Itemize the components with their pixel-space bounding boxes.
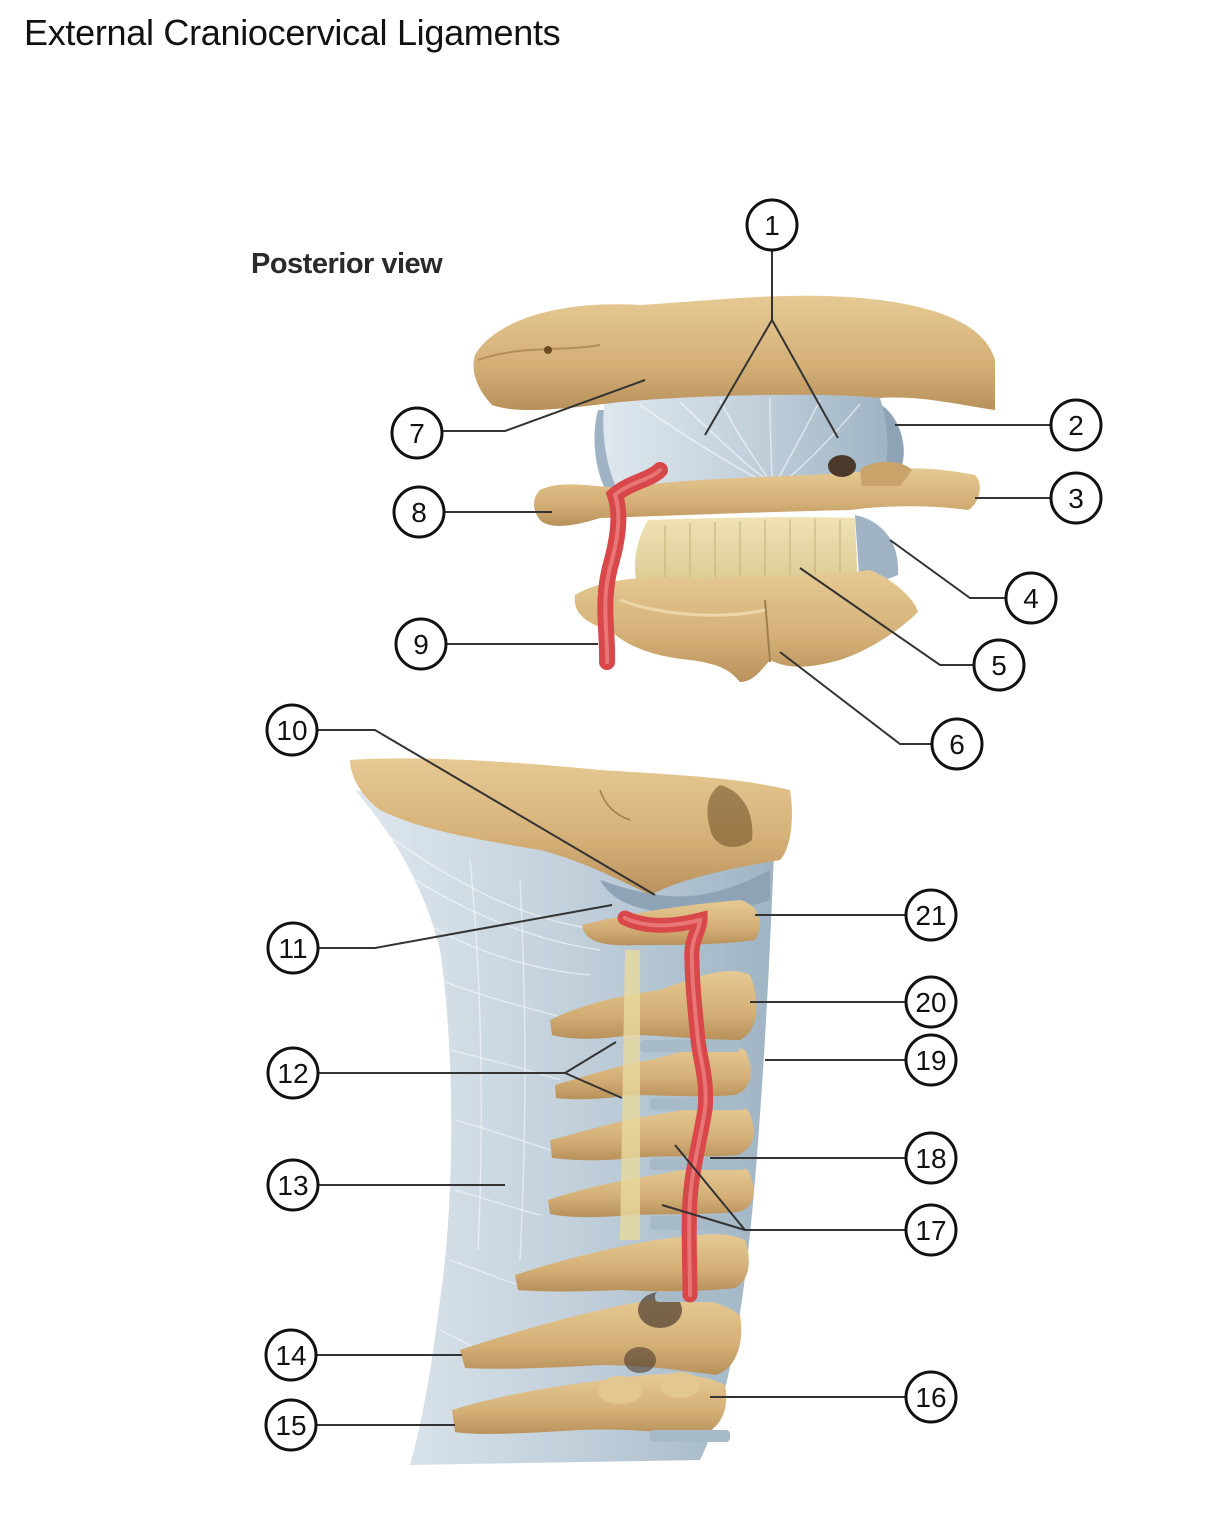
callout-20: 20	[904, 975, 958, 1029]
callout-3: 3	[1049, 471, 1103, 525]
callout-label: 12	[277, 1058, 308, 1089]
callout-label: 9	[413, 629, 429, 660]
callout-12: 12	[266, 1046, 320, 1100]
callout-label: 15	[275, 1410, 306, 1441]
ligamenta-flava-strip	[620, 950, 640, 1240]
callouts: 1 2 3 4 5 6 7 8 9 10 11 12 13 14 15 16 1…	[264, 198, 1103, 1452]
page-title: External Craniocervical Ligaments	[24, 12, 561, 53]
callout-label: 6	[949, 729, 965, 760]
callout-label: 11	[278, 933, 307, 964]
callout-9: 9	[394, 617, 448, 671]
callout-10: 10	[265, 703, 319, 757]
callout-label: 17	[915, 1215, 946, 1246]
callout-19: 19	[904, 1033, 958, 1087]
callout-15: 15	[264, 1398, 318, 1452]
lateral-view-figure	[350, 758, 792, 1465]
callout-label: 1	[764, 210, 780, 241]
callout-2: 2	[1049, 398, 1103, 452]
callout-label: 20	[915, 987, 946, 1018]
callout-label: 7	[409, 418, 425, 449]
callout-16: 16	[904, 1370, 958, 1424]
callout-label: 4	[1023, 583, 1039, 614]
callout-21: 21	[904, 888, 958, 942]
callout-label: 21	[915, 900, 946, 931]
nuchae-fibers	[379, 829, 601, 1351]
t1-spinous-process	[452, 1374, 727, 1435]
callout-label: 18	[915, 1143, 946, 1174]
callout-14: 14	[264, 1328, 318, 1382]
axis-vertebra	[574, 570, 918, 682]
callout-1: 1	[745, 198, 799, 252]
callout-label: 2	[1068, 410, 1084, 441]
leader-lines	[316, 250, 1050, 1426]
occipital-bone-lateral	[350, 758, 792, 895]
callout-label: 5	[991, 650, 1007, 681]
callout-11: 11	[266, 921, 320, 975]
view-label: Posterior view	[251, 248, 443, 280]
callout-label: 16	[915, 1382, 946, 1413]
c2-spinous-process	[550, 970, 757, 1040]
callout-label: 19	[915, 1045, 946, 1076]
callout-8: 8	[392, 485, 446, 539]
occipital-bone	[473, 295, 995, 411]
interspinous-ligaments	[640, 1040, 745, 1442]
callout-label: 13	[277, 1170, 308, 1201]
callout-label: 14	[275, 1340, 306, 1371]
callout-17: 17	[904, 1203, 958, 1257]
callout-18: 18	[904, 1131, 958, 1185]
callout-7: 7	[390, 406, 444, 460]
callout-6: 6	[930, 717, 984, 771]
callout-4: 4	[1004, 571, 1058, 625]
callout-5: 5	[972, 638, 1026, 692]
callout-label: 3	[1068, 483, 1084, 514]
posterior-view-figure	[473, 295, 995, 682]
callout-label: 8	[411, 497, 427, 528]
callout-13: 13	[266, 1158, 320, 1212]
callout-label: 10	[276, 715, 307, 746]
